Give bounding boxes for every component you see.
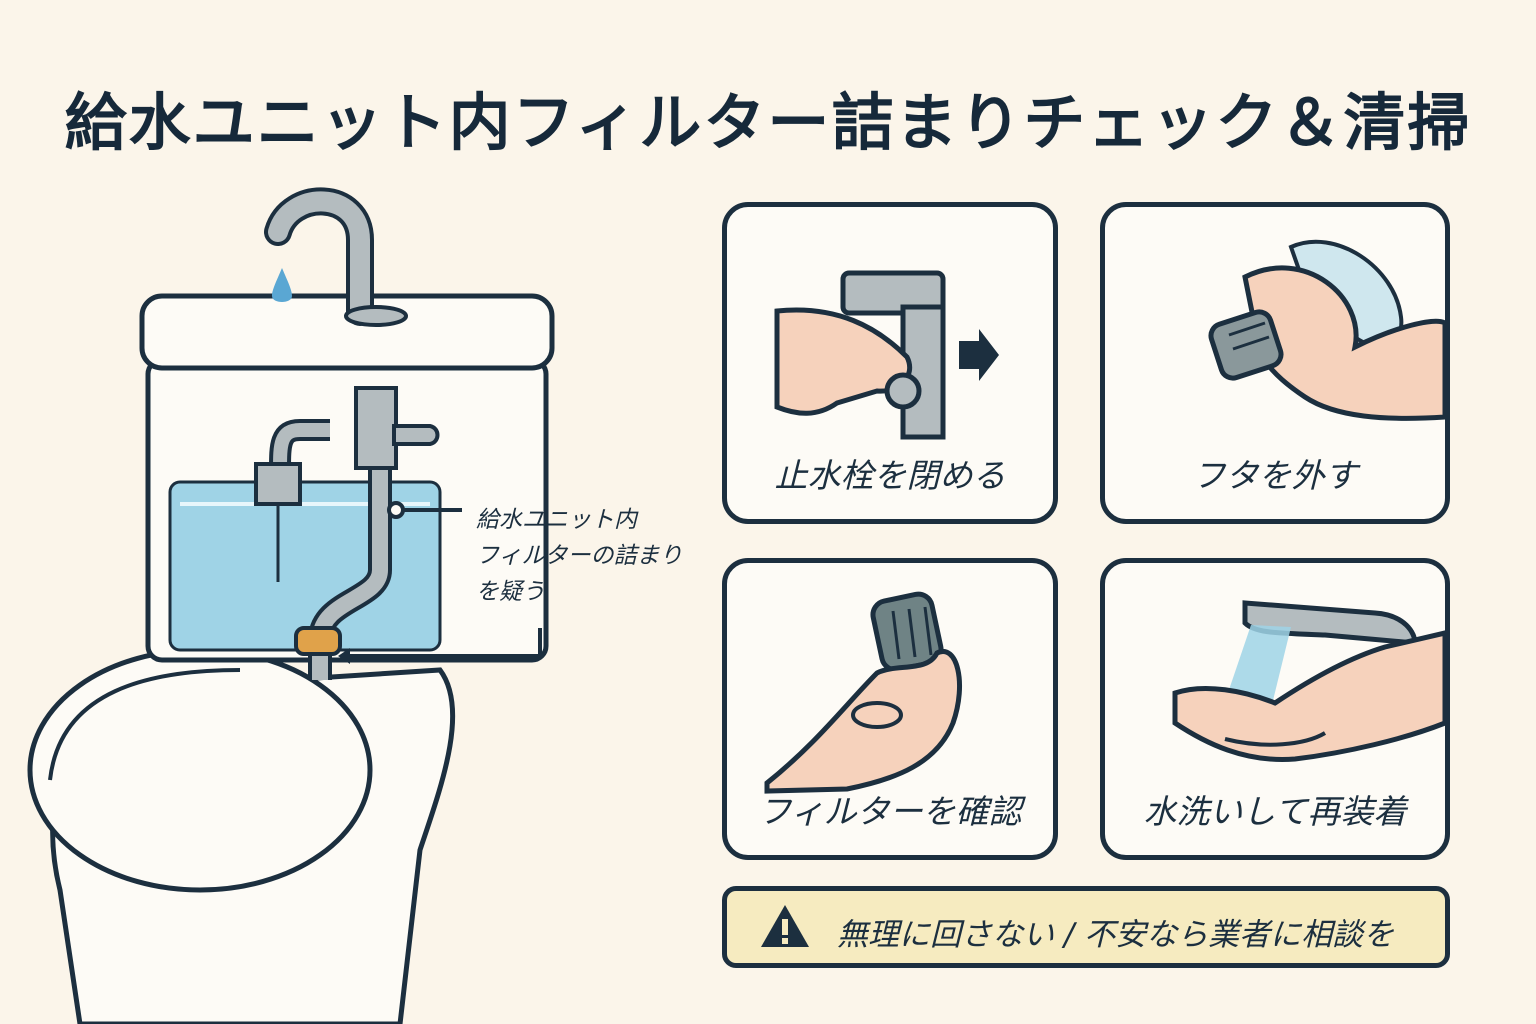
- step-label-2: フタを外す: [1192, 456, 1358, 495]
- warning-text: 無理に回さない / 不安なら業者に相談を: [837, 917, 1395, 953]
- step-label-1: 止水栓を閉める: [774, 456, 1006, 495]
- filter-callout: 給水ユニット内 フィルターの詰まり を疑う: [476, 507, 683, 605]
- warning-triangle-icon: [761, 905, 809, 947]
- step-card-2: フタを外す: [1100, 202, 1450, 524]
- step-card-1: 止水栓を閉める: [722, 202, 1058, 524]
- water-drop-icon: [272, 268, 292, 302]
- step-label-4: 水洗いして再装着: [1143, 792, 1407, 831]
- rinse-faucet-hand-icon: [1172, 600, 1445, 763]
- step-label-3: フィルターを確認: [758, 792, 1022, 831]
- filter-gasket: [294, 626, 342, 656]
- step-card-3: フィルターを確認: [722, 558, 1058, 860]
- toilet-seat: [27, 647, 373, 893]
- step-card-4: 水洗いして再装着: [1100, 558, 1450, 860]
- warning-banner: 無理に回さない / 不安なら業者に相談を: [722, 886, 1450, 968]
- filter-inspect-hand-icon: [764, 591, 962, 794]
- faucet-valve-hand-icon: [774, 270, 999, 440]
- cap-removal-hand-icon: [1208, 239, 1445, 421]
- page-title: 給水ユニット内フィルター詰まりチェック＆清掃: [64, 86, 1472, 159]
- toilet-tank-illustration: [27, 187, 555, 1024]
